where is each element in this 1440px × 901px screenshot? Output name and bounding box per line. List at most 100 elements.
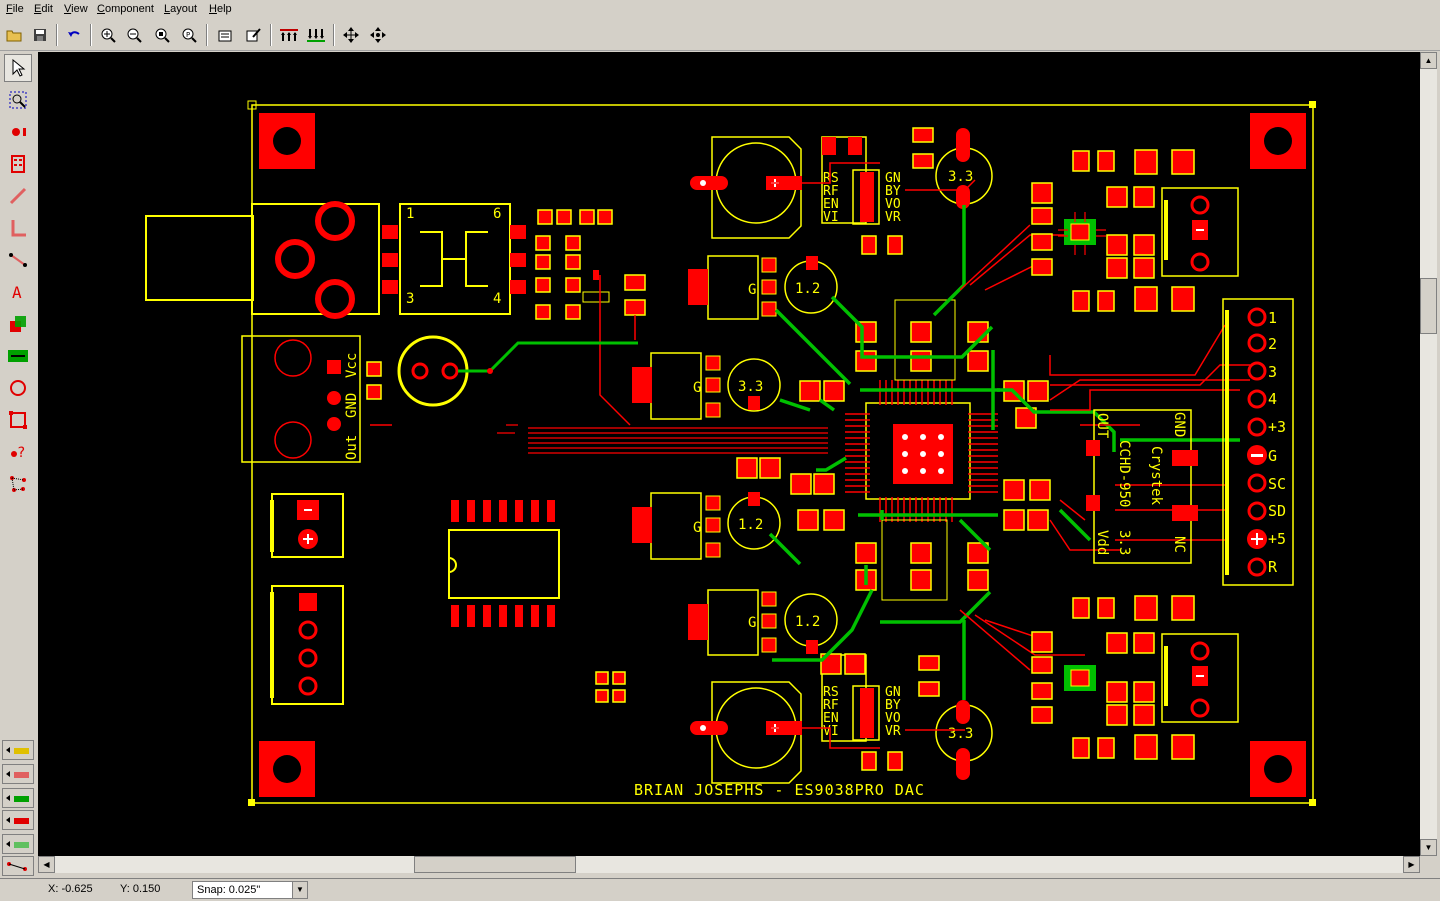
undo-icon[interactable]: [62, 23, 86, 47]
menu-view[interactable]: View: [64, 3, 88, 15]
opto-pin-label: 6: [493, 206, 501, 222]
save-icon[interactable]: [28, 23, 52, 47]
pad-tool-icon[interactable]: [4, 118, 32, 146]
output-stage-bottom[interactable]: [1031, 595, 1239, 760]
footprint-tool-icon[interactable]: [4, 150, 32, 178]
query-tool-icon[interactable]: ?: [4, 438, 32, 466]
mounting-hole[interactable]: [1250, 113, 1306, 169]
angle-trace-tool-icon[interactable]: [4, 214, 32, 242]
crystal-oscillator[interactable]: Crystek CCHD-950 3.3 OUT GND NC Vdd: [1086, 409, 1198, 564]
dac-ic-es9038pro[interactable]: [845, 380, 998, 522]
power-connector[interactable]: Out GND Vcc: [241, 335, 361, 463]
header-pin-label: +5: [1268, 530, 1286, 548]
mounting-hole[interactable]: [259, 113, 315, 169]
vertical-scroll-thumb[interactable]: [1420, 278, 1437, 334]
regulator-3v3[interactable]: 3.3: [935, 128, 993, 209]
edit-footprint-icon[interactable]: [241, 23, 265, 47]
rectangle-tool-icon[interactable]: [4, 406, 32, 434]
snap-select[interactable]: Snap: 0.025" ▼: [192, 881, 308, 899]
sot223-regulator[interactable]: G 3.3: [632, 352, 781, 420]
rotate-icon[interactable]: [366, 23, 390, 47]
regulator-3v3[interactable]: 3.3: [935, 700, 993, 780]
x-coordinate: X: -0.625: [48, 883, 93, 895]
copper-area-tool-icon[interactable]: [4, 310, 32, 338]
sot223-regulator[interactable]: G 1.2: [632, 492, 781, 560]
scroll-down-icon[interactable]: ▼: [1420, 839, 1437, 856]
layer-bottom-copper-button[interactable]: [2, 788, 34, 808]
trace-tool-icon[interactable]: [4, 182, 32, 210]
menu-component[interactable]: Component: [97, 3, 154, 15]
status-bar: X: -0.625 Y: 0.150 Snap: 0.025" ▼: [0, 878, 1440, 901]
layer-ratsnest-button[interactable]: [2, 856, 34, 876]
zoom-fit-icon[interactable]: [150, 23, 174, 47]
led[interactable]: [397, 335, 469, 407]
ldo-pin-label: BY: [885, 184, 901, 199]
ldo-pin-label: RF: [823, 184, 839, 199]
scroll-left-icon[interactable]: ◀: [38, 856, 55, 873]
mounting-hole[interactable]: [259, 741, 315, 797]
area-select-tool-icon[interactable]: [4, 86, 32, 114]
properties-icon[interactable]: [213, 23, 237, 47]
line-tool-icon[interactable]: [4, 246, 32, 274]
layer-top-silk-button[interactable]: [2, 740, 34, 760]
select-tool-icon[interactable]: [4, 54, 32, 82]
scroll-right-icon[interactable]: ▶: [1403, 856, 1420, 873]
layer-top-copper-button[interactable]: [2, 764, 34, 784]
bottom-layer-icon[interactable]: [304, 23, 328, 47]
outline-corner-handle[interactable]: [248, 799, 255, 806]
vertical-scrollbar[interactable]: ▲ ▼: [1420, 52, 1437, 856]
horizontal-scroll-thumb[interactable]: [414, 856, 576, 873]
scroll-up-icon[interactable]: ▲: [1420, 52, 1437, 69]
text-tool-icon[interactable]: A: [4, 278, 32, 306]
reg-pin-label: G: [693, 520, 701, 536]
top-layer-icon[interactable]: [277, 23, 301, 47]
regulator-label: 1.2: [795, 614, 820, 630]
smd-resistor-array[interactable]: [535, 209, 646, 320]
circle-tool-icon[interactable]: [4, 374, 32, 402]
outline-corner-handle[interactable]: [1309, 799, 1316, 806]
ldo-pin-label: VR: [885, 210, 901, 225]
menu-help[interactable]: Help: [209, 3, 232, 15]
header-pin-label: G: [1268, 447, 1277, 465]
two-pin-header[interactable]: [270, 493, 344, 558]
smd-quad-pad[interactable]: [595, 671, 626, 703]
board-outline: [251, 104, 1314, 804]
chevron-down-icon[interactable]: ▼: [292, 882, 307, 898]
ground-plane-tool-icon[interactable]: [4, 342, 32, 370]
layer-bottom-silk-button[interactable]: [2, 834, 34, 854]
mounting-hole[interactable]: [1250, 741, 1306, 797]
output-stage-top[interactable]: [1031, 149, 1239, 312]
open-icon[interactable]: [2, 23, 26, 47]
horizontal-scrollbar[interactable]: ◀ ▶: [38, 856, 1420, 873]
sot223-regulator[interactable]: G 1.2: [688, 255, 838, 320]
net-tool-icon[interactable]: [4, 470, 32, 498]
barrel-jack[interactable]: [145, 201, 380, 319]
sot223-regulator[interactable]: G 1.2: [688, 589, 838, 656]
smd-capacitor[interactable]: [366, 361, 382, 400]
electrolytic-capacitor[interactable]: [690, 136, 802, 239]
smd-capacitor[interactable]: [912, 127, 940, 697]
reg-pin-label: G: [748, 282, 756, 298]
menu-layout[interactable]: Layout: [164, 3, 198, 15]
four-pin-header[interactable]: [270, 585, 344, 705]
header-pin-label: 4: [1268, 390, 1277, 408]
jack-label: Vcc: [344, 353, 360, 378]
outline-corner-handle[interactable]: [247, 100, 257, 110]
electrolytic-capacitor[interactable]: [690, 681, 802, 784]
ten-pin-header[interactable]: 1 2 3 4 +3 G SC SD +5 R: [1222, 298, 1294, 586]
menu-edit[interactable]: Edit: [34, 3, 53, 15]
zoom-previous-icon[interactable]: P: [177, 23, 201, 47]
outline-corner-handle[interactable]: [1309, 101, 1316, 108]
pcb-canvas[interactable]: 1 6 3 4 Out GND Vcc: [38, 52, 1420, 856]
zoom-out-icon[interactable]: [122, 23, 146, 47]
opto-pin-label: 3: [406, 291, 414, 307]
osc-label: GND: [1171, 412, 1187, 437]
soic-ic[interactable]: [448, 500, 560, 627]
move-icon[interactable]: [339, 23, 363, 47]
optocoupler[interactable]: 1 6 3 4: [382, 203, 526, 315]
ic-outline: [881, 299, 956, 601]
ldo-regulator[interactable]: RS RF EN VI GN BY VO VR: [821, 136, 903, 255]
menu-file[interactable]: File: [6, 3, 24, 15]
layer-top-copper-active-button[interactable]: [2, 810, 34, 830]
zoom-in-icon[interactable]: [96, 23, 120, 47]
